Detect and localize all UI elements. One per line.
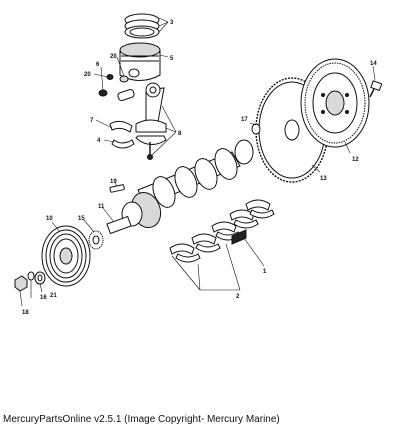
piston-pin-parts <box>98 74 135 101</box>
exploded-parts-diagram: 3 5 6 20 20 7 4 8 17 13 12 14 19 11 10 1… <box>14 13 383 316</box>
callout-12: 12 <box>352 157 359 163</box>
callout-21: 21 <box>50 293 57 299</box>
callout-16: 16 <box>40 295 47 301</box>
crank-gear <box>88 230 104 250</box>
main-bearing-set <box>169 199 275 263</box>
balancer-fasteners <box>14 271 46 292</box>
callout-6: 6 <box>96 62 100 68</box>
callout-17: 17 <box>241 117 248 123</box>
callout-8: 8 <box>178 131 182 137</box>
callout-11: 11 <box>98 204 105 210</box>
copyright-caption: MercuryPartsOnline v2.5.1 (Image Copyrig… <box>3 414 280 425</box>
piston-rings <box>124 13 160 39</box>
rod-bearing-halves <box>109 120 135 149</box>
woodruff-key <box>109 184 125 193</box>
connecting-rod <box>135 82 167 160</box>
callout-15: 15 <box>78 216 85 222</box>
callout-labels: 3 5 6 20 20 7 4 8 17 13 12 14 19 11 10 1… <box>22 20 377 316</box>
flywheel-bolt <box>369 80 383 98</box>
pilot-bushing <box>251 123 261 135</box>
flywheel <box>300 58 370 148</box>
callout-20b: 20 <box>84 72 91 78</box>
callout-3: 3 <box>170 20 174 26</box>
piston <box>119 42 161 81</box>
callout-1: 1 <box>263 269 267 275</box>
callout-10: 10 <box>46 216 53 222</box>
leader-lines <box>19 17 376 307</box>
callout-5: 5 <box>170 56 174 62</box>
callout-13: 13 <box>320 176 327 182</box>
callout-14: 14 <box>370 61 377 67</box>
callout-4: 4 <box>97 138 101 144</box>
callout-2: 2 <box>236 294 240 300</box>
callout-18: 18 <box>22 310 29 316</box>
callout-20a: 20 <box>110 54 117 60</box>
crankshaft <box>106 139 254 235</box>
harmonic-balancer <box>41 225 91 287</box>
callout-7: 7 <box>90 118 94 124</box>
callout-19: 19 <box>110 179 117 185</box>
